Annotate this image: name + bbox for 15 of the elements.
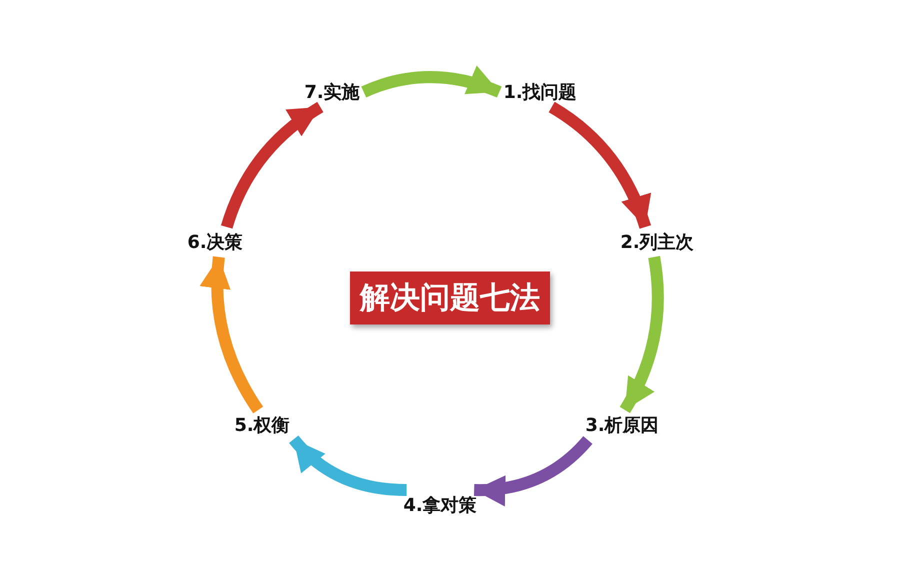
curved-arrow [220, 102, 324, 229]
curved-arrow [620, 256, 664, 414]
curved-arrow [548, 102, 651, 229]
curved-arrow [200, 256, 264, 414]
step-label: 2.列主次 [616, 227, 698, 257]
step-label: 3.析原因 [581, 410, 663, 440]
step-label: 6.决策 [183, 227, 247, 257]
curved-arrow [474, 436, 592, 506]
step-label: 7.实施 [300, 77, 364, 107]
curved-arrow [361, 66, 502, 98]
curved-arrow [289, 435, 407, 496]
step-label: 1.找问题 [499, 77, 581, 107]
step-label: 5.权衡 [230, 410, 294, 440]
title-box: 解决问题七法 [350, 272, 550, 324]
step-label: 4.拿对策 [399, 490, 481, 520]
